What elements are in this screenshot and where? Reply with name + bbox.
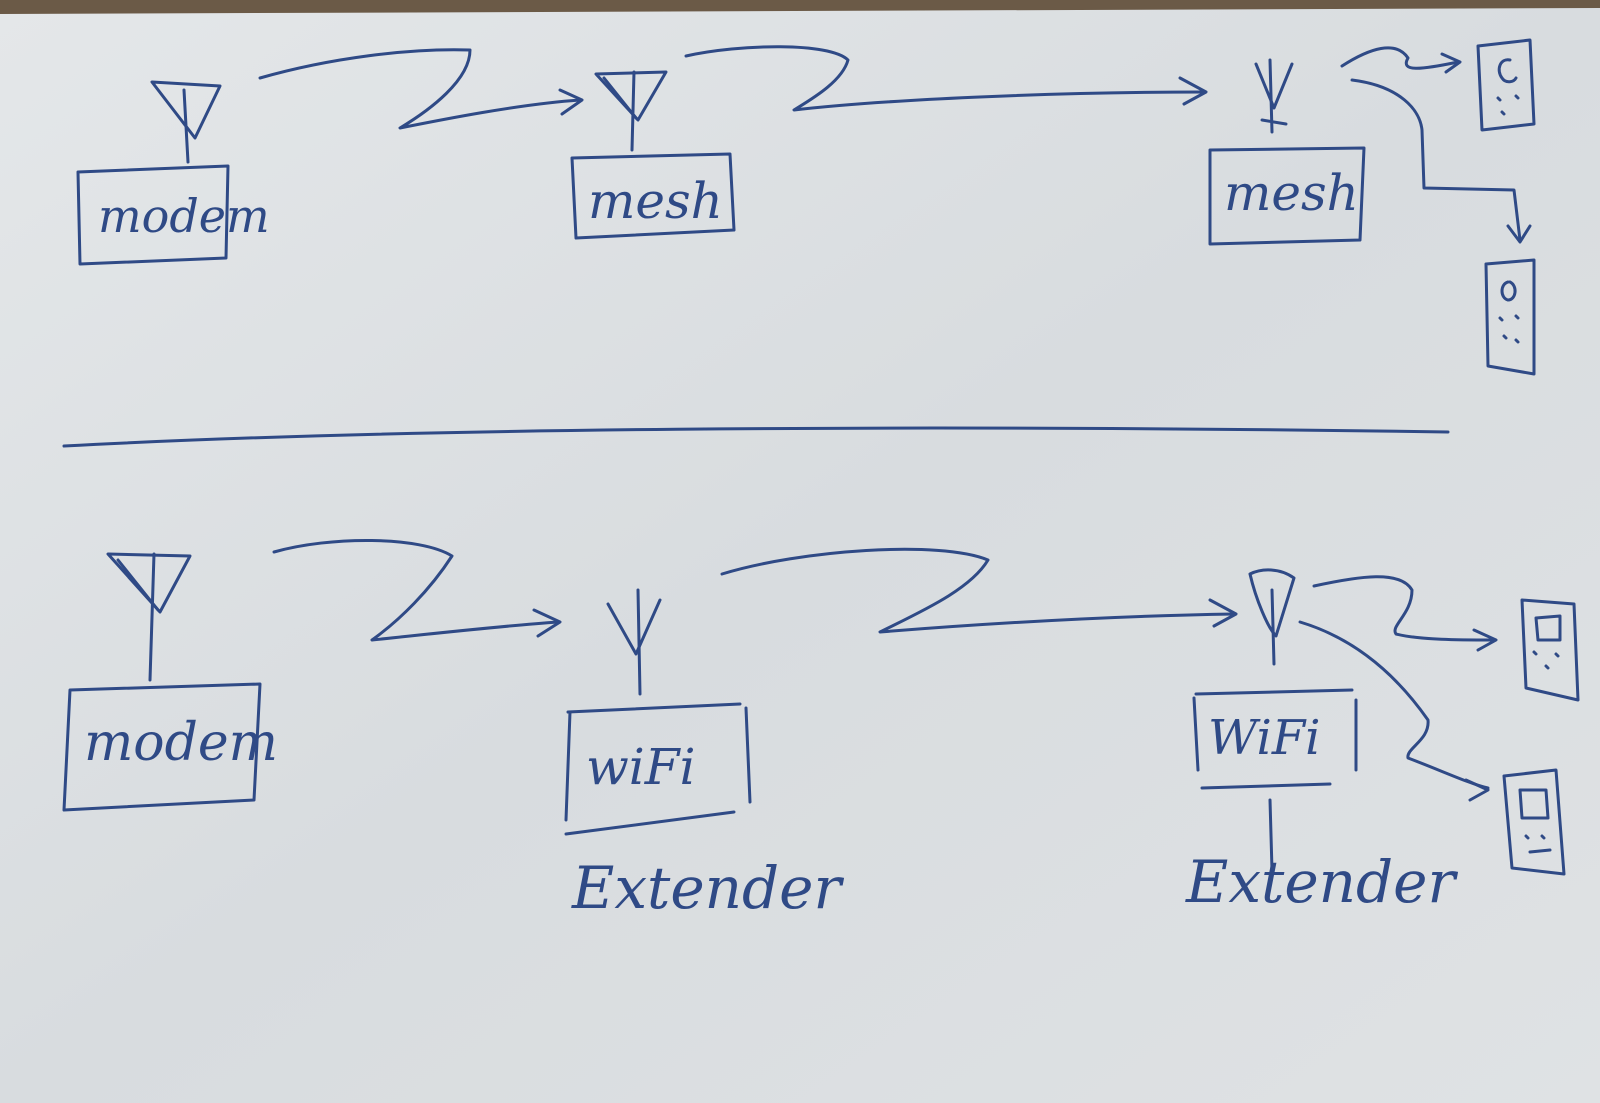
modem-box — [76, 164, 230, 266]
arrow-icon — [1312, 575, 1498, 652]
modem-label: modem — [98, 189, 270, 243]
wifi-antenna-icon — [1248, 568, 1296, 666]
wifi-antenna-icon — [606, 588, 662, 696]
arrow-icon — [684, 45, 1208, 112]
wifi-box-2 — [1192, 688, 1358, 872]
modem-box — [62, 682, 262, 812]
mesh-antenna-icon — [594, 70, 668, 152]
wifi-box-1 — [564, 702, 752, 836]
phone-icon — [1476, 38, 1536, 132]
mesh-box-2 — [1208, 146, 1366, 246]
arrow-icon — [1340, 46, 1462, 74]
arrow-icon — [272, 539, 562, 642]
modem-antenna-icon — [150, 80, 222, 164]
section-divider — [62, 426, 1450, 448]
paper-sheet — [0, 8, 1600, 1103]
mesh-box-1 — [570, 152, 736, 240]
extender-caption-2: Extender — [1185, 848, 1458, 916]
wifi-label-2: WiFi — [1208, 710, 1321, 766]
arrow-icon — [720, 547, 1238, 634]
phone-icon — [1484, 258, 1536, 376]
phone-icon — [1502, 768, 1566, 876]
mesh-antenna-icon — [1254, 58, 1294, 134]
phone-icon — [1520, 598, 1580, 702]
extender-caption-1: Extender — [571, 854, 844, 922]
arrow-icon — [1350, 78, 1532, 244]
arrow-icon — [1298, 620, 1490, 802]
mesh-label-2: mesh — [1224, 164, 1359, 222]
modem-antenna-icon — [106, 552, 192, 682]
arrow-icon — [258, 48, 584, 130]
wifi-label-1: wiFi — [586, 738, 695, 796]
modem-label: modem — [84, 713, 278, 773]
mesh-label-1: mesh — [588, 172, 723, 230]
